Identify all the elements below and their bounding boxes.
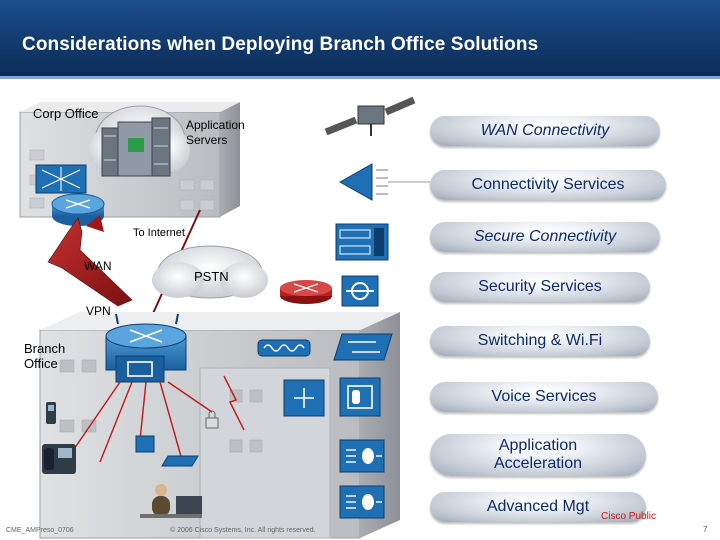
to-internet-label: To Internet xyxy=(133,227,185,239)
service-pill-wan-connectivity: WAN Connectivity xyxy=(430,116,660,146)
firewall-icon xyxy=(341,275,379,307)
vpn-concentrator-icon xyxy=(335,223,389,261)
service-pill-advanced-mgt: Advanced Mgt xyxy=(430,492,646,522)
service-label: Switching & Wi.Fi xyxy=(477,332,603,349)
service-pill-connectivity-services: Connectivity Services xyxy=(430,170,666,200)
service-pill-security-services: Security Services xyxy=(430,272,650,302)
branch-lock-icon xyxy=(205,410,219,429)
application-servers-line-1: Application xyxy=(186,118,245,132)
service-label: Secure Connectivity xyxy=(473,228,617,245)
service-label: Advanced Mgt xyxy=(486,498,590,515)
service-pill-secure-connectivity: Secure Connectivity xyxy=(430,222,660,252)
service-label: Connectivity Services xyxy=(471,176,625,193)
gateway-icon xyxy=(283,379,325,417)
pstn-cloud xyxy=(152,245,268,299)
page-title: Considerations when Deploying Branch Off… xyxy=(22,34,539,55)
branch-router-icon xyxy=(105,313,187,383)
branch-lan-cables xyxy=(71,375,245,463)
application-servers-line-2: Servers xyxy=(186,133,228,147)
branch-switch-icon xyxy=(161,455,199,467)
branch-office-line-2: Office xyxy=(24,356,58,371)
server-cloud xyxy=(88,105,190,177)
branch-access-point-icon xyxy=(135,435,155,453)
branch-office-label: Branch Office xyxy=(24,341,65,371)
title-bar: Considerations when Deploying Branch Off… xyxy=(0,0,720,78)
vpn-label: VPN xyxy=(86,304,111,318)
management-icon xyxy=(339,485,385,519)
title-divider xyxy=(0,76,720,79)
pstn-label: PSTN xyxy=(194,269,229,284)
service-label: Application Acceleration xyxy=(493,437,583,472)
waas-icon xyxy=(339,439,385,473)
service-label: WAN Connectivity xyxy=(480,122,610,139)
corp-router-icon xyxy=(51,193,105,226)
satellite-icon xyxy=(324,96,416,136)
classification-label: Cisco Public xyxy=(601,511,657,522)
ip-phone-icon xyxy=(339,377,381,417)
service-label: Voice Services xyxy=(491,388,597,405)
switch-icon xyxy=(333,333,393,361)
application-servers-label: Application Servers xyxy=(186,118,245,148)
router-icon xyxy=(280,280,332,304)
branch-mobile-phone-icon xyxy=(46,402,56,424)
wan-label: WAN xyxy=(84,259,112,273)
footer-copyright: © 2006 Cisco Systems, Inc. All rights re… xyxy=(170,527,316,534)
service-pill-application-acceleration: Application Acceleration xyxy=(430,434,646,476)
branch-user-workstation-icon xyxy=(140,484,202,518)
corp-switch-mesh xyxy=(35,164,87,194)
service-label: Security Services xyxy=(478,278,602,295)
branch-ip-phone-icon xyxy=(42,444,76,474)
wireless-access-icon xyxy=(338,163,430,201)
service-pill-switching-wifi: Switching & Wi.Fi xyxy=(430,326,650,356)
footer-doc-id: CME_AMPreso_0706 xyxy=(6,527,74,534)
corp-office-label: Corp Office xyxy=(33,106,99,121)
page-number: 7 xyxy=(703,525,708,534)
service-pill-voice-services: Voice Services xyxy=(430,382,658,412)
wifi-access-point-icon xyxy=(257,339,311,357)
branch-office-line-1: Branch xyxy=(24,341,66,356)
wan-arrow xyxy=(47,215,133,307)
